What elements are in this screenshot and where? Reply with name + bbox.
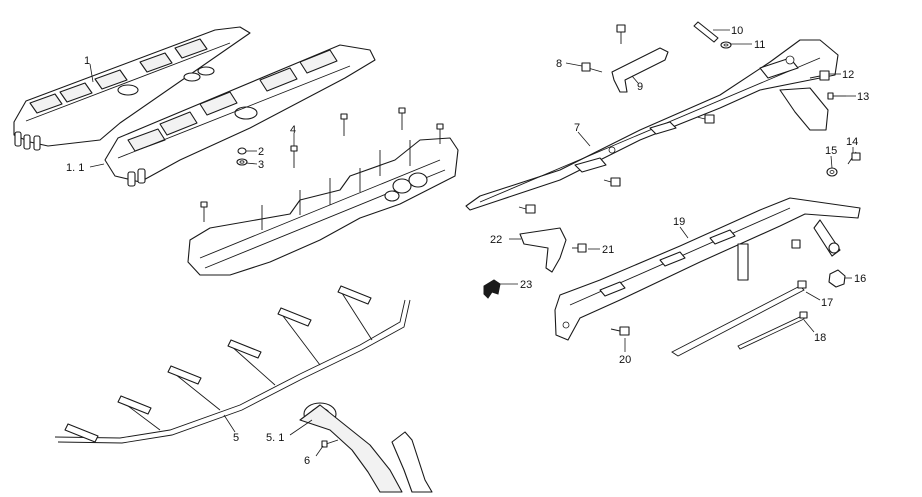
callout-1: 1 [84, 55, 90, 67]
bolts-on-7 [518, 114, 715, 214]
callout-23: 23 [520, 279, 532, 291]
callout-6: 6 [304, 455, 310, 467]
callout-4: 4 [290, 124, 296, 136]
clip-23 [483, 279, 501, 299]
callout-12: 12 [842, 69, 854, 81]
bolt-21 [572, 243, 587, 253]
nut-2 [237, 147, 247, 155]
bolt-top [616, 24, 626, 44]
screw-13 [827, 92, 846, 100]
callout-1-1: 1. 1 [66, 162, 84, 174]
washer-15 [826, 167, 838, 177]
engine-cover-rear [13, 26, 251, 151]
callout-15: 15 [825, 145, 837, 157]
callout-9: 9 [637, 81, 643, 93]
callout-5: 5 [233, 432, 239, 444]
washer-3 [236, 158, 248, 166]
bolt-on-19 [791, 239, 801, 249]
callout-10: 10 [731, 25, 743, 37]
cable-tie-18 [737, 311, 808, 350]
wiring-harness [54, 285, 433, 493]
leader-lines [89, 29, 856, 457]
callout-19: 19 [673, 216, 685, 228]
bracket-19 [554, 197, 861, 341]
bracket-22 [519, 227, 567, 273]
callout-8: 8 [556, 58, 562, 70]
stud-10 [693, 21, 719, 43]
callout-13: 13 [857, 91, 869, 103]
callout-11: 11 [754, 39, 765, 51]
callout-labels: 1 1. 1 2 3 4 5 5. 1 6 7 8 9 10 11 12 13 … [66, 25, 869, 467]
callout-18: 18 [814, 332, 826, 344]
callout-21: 21 [602, 244, 614, 256]
callout-5-1: 5. 1 [266, 432, 284, 444]
callout-7: 7 [574, 122, 580, 134]
bolt-12 [809, 70, 830, 81]
nut-16 [828, 269, 846, 288]
callout-14: 14 [846, 136, 858, 148]
cable-tie-17 [671, 280, 807, 357]
callout-20: 20 [619, 354, 631, 366]
callout-3: 3 [258, 159, 264, 171]
bolt-20 [610, 326, 630, 336]
bracket-7 [465, 39, 839, 211]
bolt-14 [847, 151, 861, 165]
callout-2: 2 [258, 146, 264, 158]
washer-11 [720, 41, 732, 49]
harness-tray [187, 137, 459, 276]
bolt-8 [581, 62, 603, 73]
screw-6 [321, 439, 339, 448]
callout-17: 17 [821, 297, 833, 309]
callout-22: 22 [490, 234, 502, 246]
bracket-9 [611, 47, 669, 93]
callout-16: 16 [854, 273, 866, 285]
engine-cover-front [104, 44, 376, 187]
